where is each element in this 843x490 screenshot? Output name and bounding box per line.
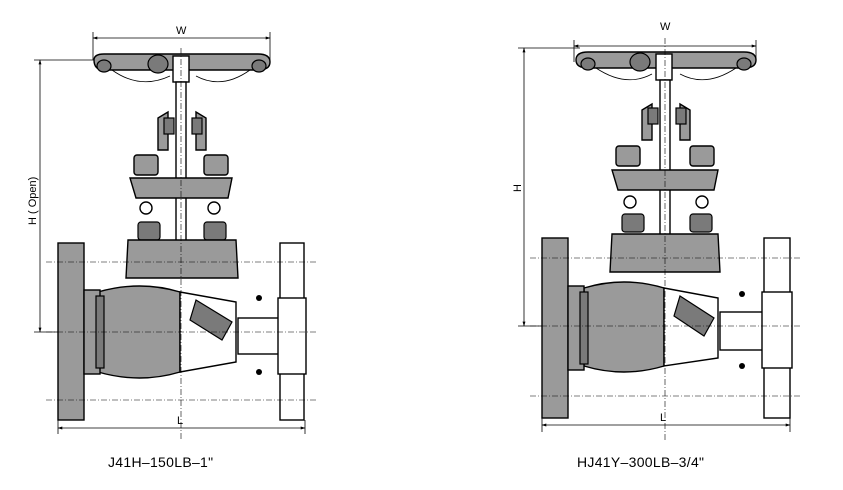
length-dimension-label: L [660, 412, 666, 424]
valve-caption: J41H–150LB–1" [108, 454, 213, 470]
width-dimension-label: W [660, 21, 671, 33]
valve-caption: HJ41Y–300LB–3/4" [577, 454, 704, 470]
height-dimension-label: H ( Open) [27, 177, 39, 225]
height-dimension-label: H [512, 184, 524, 192]
valve-drawing-1: W H ( Open) L [27, 25, 318, 470]
valve-drawing-2: W H L [512, 21, 802, 470]
length-dimension-label: L [177, 415, 183, 427]
width-dimension-label: W [176, 25, 187, 37]
